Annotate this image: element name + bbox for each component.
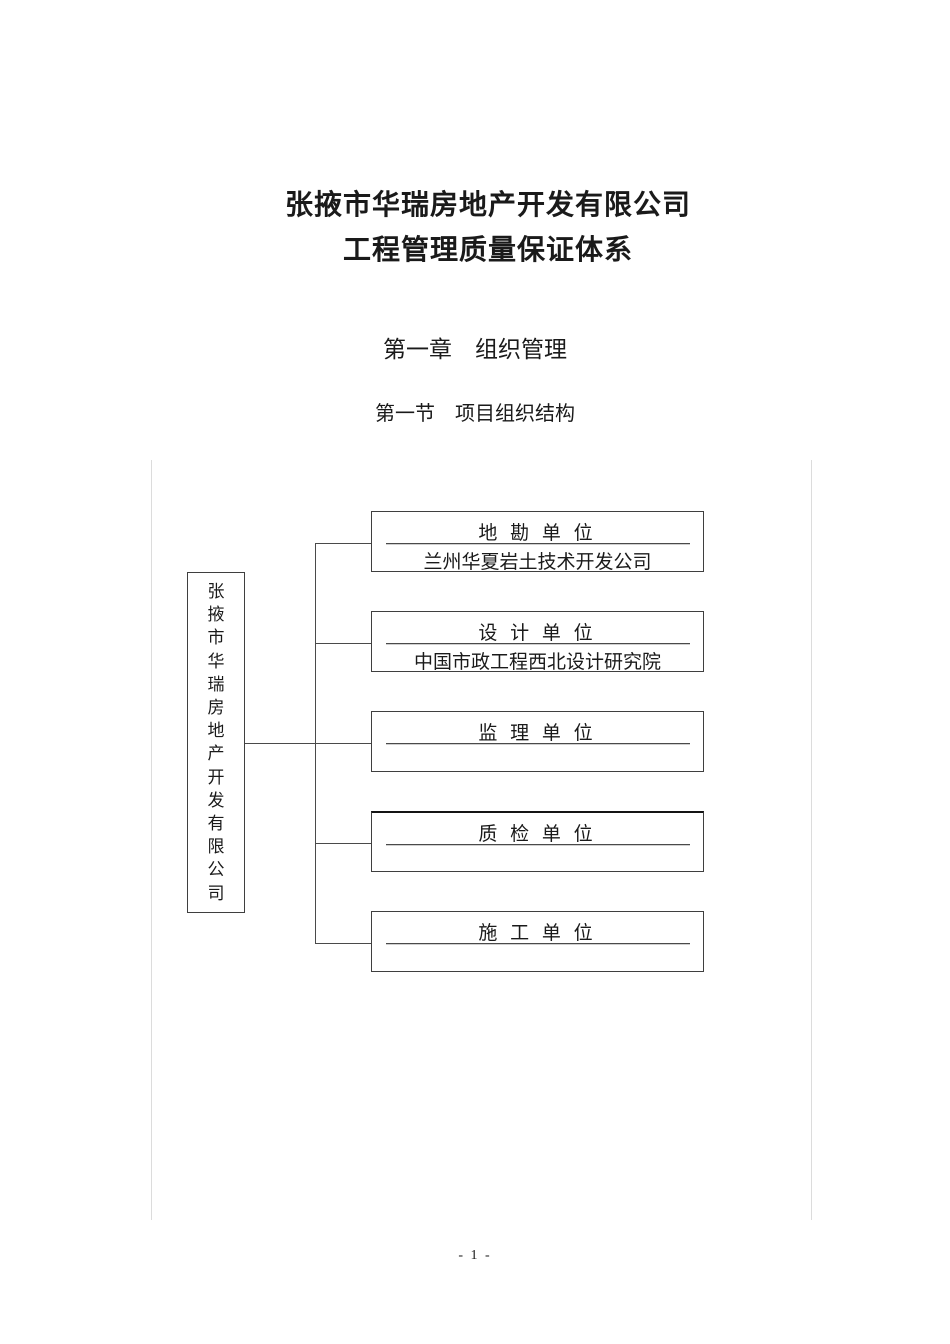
connector-branch-3 [246,743,371,744]
unit-divider [386,943,690,944]
unit-title: 设 计 单 位 [478,623,597,644]
unit-title: 质 检 单 位 [478,824,597,845]
page-number: - 1 - [458,1248,492,1263]
text-boundary-left [151,460,152,1220]
unit-subtitle: 兰州华夏岩土技术开发公司 [423,552,652,573]
unit-title: 监 理 单 位 [478,723,597,744]
org-root-label: 张掖市华瑞房地产开发有限公司 [207,582,225,903]
unit-box-supervision: 监 理 单 位 [371,711,704,772]
document-title-line1: 张掖市华瑞房地产开发有限公司 [284,190,691,221]
unit-box-construction: 施 工 单 位 [371,911,704,972]
unit-title: 地 勘 单 位 [478,523,597,544]
unit-box-design: 设 计 单 位 中国市政工程西北设计研究院 [371,611,704,673]
unit-title: 施 工 单 位 [478,923,597,944]
text-boundary-right [811,460,812,1220]
connector-branch-2 [316,643,371,644]
chapter-heading: 第一章 组织管理 [383,337,567,362]
unit-box-quality-inspection: 质 检 单 位 [371,811,704,872]
unit-box-survey: 地 勘 单 位 兰州华夏岩土技术开发公司 [371,511,704,573]
connector-branch-1 [316,543,371,544]
unit-subtitle: 中国市政工程西北设计研究院 [413,652,661,673]
document-title-line2: 工程管理质量保证体系 [342,235,633,266]
connector-branch-4 [316,843,371,844]
org-root-box: 张掖市华瑞房地产开发有限公司 [187,572,245,913]
unit-divider [386,643,690,644]
section-heading: 第一节 项目组织结构 [375,403,575,425]
unit-divider [386,844,690,845]
connector-branch-5 [316,943,371,944]
unit-divider [386,543,690,544]
unit-divider [386,743,690,744]
